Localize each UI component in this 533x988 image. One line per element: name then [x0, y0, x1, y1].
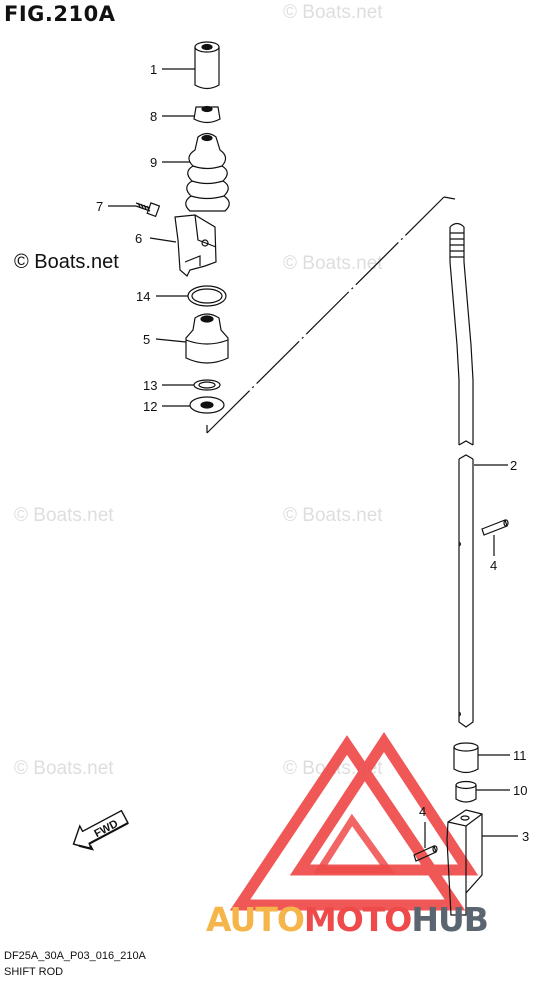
callout-14: 14	[136, 289, 151, 304]
part-11-collar	[453, 742, 479, 774]
callout-2: 2	[510, 458, 518, 473]
part-4-pin-lower	[413, 845, 438, 862]
part-1-sleeve	[194, 41, 220, 90]
callout-5: 5	[143, 332, 151, 347]
watermark: © Boats.net	[14, 758, 114, 779]
callout-12: 12	[143, 399, 158, 414]
part-2-rod-upper	[449, 222, 474, 446]
callout-10: 10	[513, 783, 528, 798]
watermark: © Boats.net	[283, 253, 383, 274]
part-12-seal	[189, 396, 225, 414]
part-7-bolt	[135, 202, 161, 218]
watermark: © Boats.net	[283, 2, 383, 23]
figure-name: SHIFT ROD	[4, 966, 64, 978]
brand-part-moto: MOTO	[303, 900, 412, 939]
callout-4-lower: 4	[419, 804, 427, 819]
callout-9: 9	[150, 155, 158, 170]
watermark: © Boats.net	[283, 505, 383, 526]
callout-3: 3	[522, 829, 530, 844]
brand-part-auto: AUTO	[206, 900, 305, 939]
callout-8: 8	[150, 109, 158, 124]
automotohub-logo: AUTOMOTOHUB	[206, 900, 489, 939]
part-10-bushing	[455, 780, 477, 803]
fwd-label: FWD	[92, 818, 120, 840]
figure-code: DF25A_30A_P03_016_210A	[4, 950, 146, 962]
figure-title: FIG.210A	[4, 2, 116, 26]
watermark: © Boats.net	[14, 505, 114, 526]
callout-1: 1	[150, 62, 158, 77]
part-2-rod-lower	[458, 454, 474, 728]
part-8-nut	[193, 105, 221, 124]
part-3-shift-cam	[446, 809, 483, 916]
callout-7: 7	[96, 199, 104, 214]
brand-part-hub: HUB	[411, 900, 489, 939]
watermark-dark: © Boats.net	[14, 251, 119, 273]
callout-11: 11	[513, 748, 527, 763]
part-5-guide	[185, 313, 229, 364]
callout-13: 13	[143, 378, 158, 393]
part-9-boot	[185, 132, 230, 212]
part-6-bracket	[174, 214, 217, 277]
part-4-pin-upper	[481, 519, 509, 536]
callout-6: 6	[135, 231, 143, 246]
callout-4: 4	[490, 558, 498, 573]
fwd-arrow-icon: FWD	[72, 809, 129, 851]
